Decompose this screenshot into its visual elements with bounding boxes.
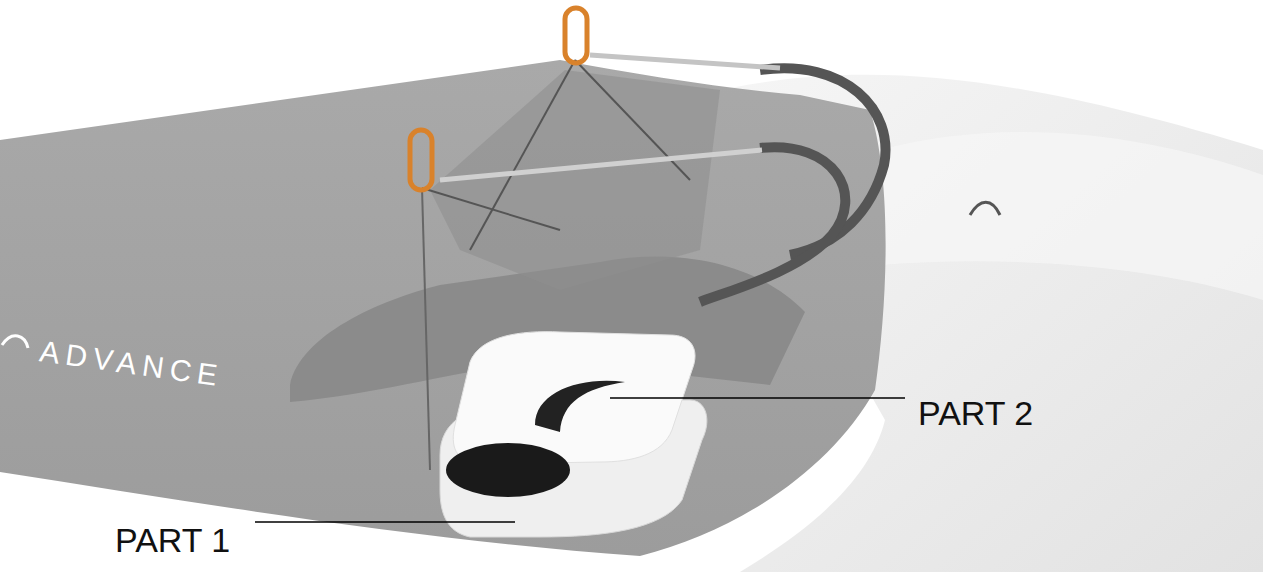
- container-swirl: [535, 381, 625, 432]
- seat-frame: [700, 147, 845, 302]
- backrest: [430, 70, 720, 290]
- carabiner: [565, 8, 587, 63]
- leader-line: [610, 397, 905, 399]
- container-opening: [446, 443, 570, 497]
- strap: [422, 188, 560, 230]
- fairing-highlight: [880, 132, 1263, 300]
- strap: [470, 60, 575, 250]
- brand-logo: [970, 202, 1000, 215]
- harness-body: [0, 60, 886, 556]
- carabiner: [410, 130, 432, 190]
- brand-logo: [2, 336, 28, 348]
- part-label: PART 2: [918, 396, 1033, 430]
- spreader-bar: [440, 150, 762, 180]
- leader-line: [255, 521, 515, 523]
- spreader-bar: [590, 55, 780, 68]
- part-label: PART 1: [115, 523, 230, 557]
- strap: [422, 188, 430, 470]
